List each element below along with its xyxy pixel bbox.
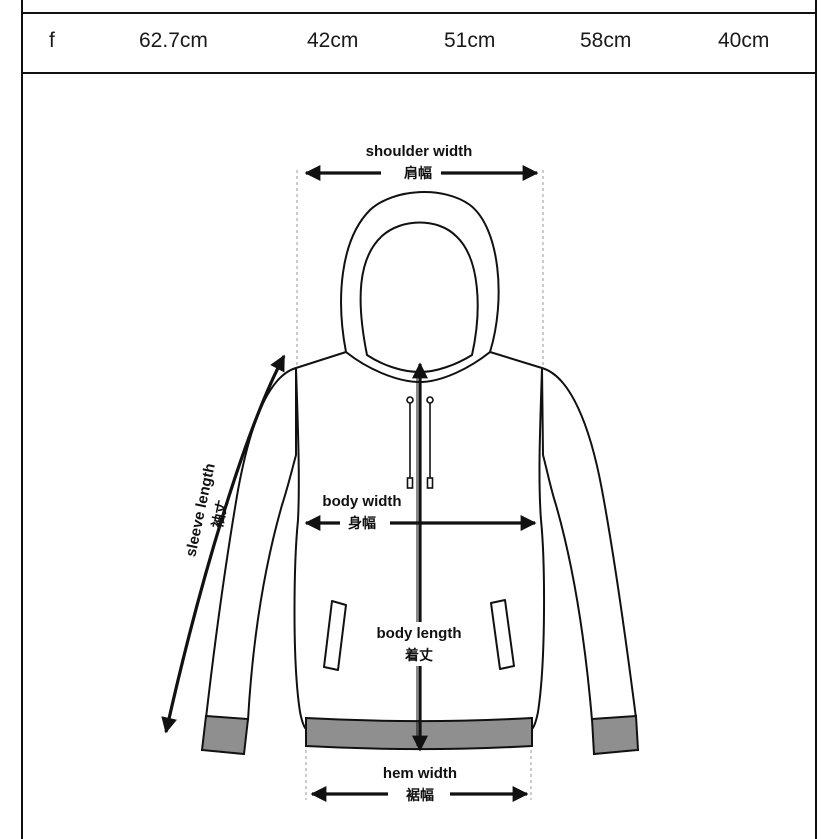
drawstrings [406, 396, 434, 489]
hood-opening [359, 221, 479, 373]
right-pocket [490, 599, 515, 670]
size-table: f 62.7cm 42cm 51cm 58cm 40cm [21, 0, 817, 74]
shoulder-width-label: shoulder width [366, 143, 473, 160]
right-cuff-rib [590, 714, 640, 756]
diagram-frame [21, 74, 817, 839]
hem-width-label: hem width [383, 765, 457, 782]
left-cuff-rib [200, 714, 250, 756]
body-length-label: body length [377, 625, 462, 642]
guide-lines [296, 170, 544, 800]
measure-cell-2: 42cm [307, 29, 359, 52]
size-cell: f [49, 29, 55, 52]
sleeve-length-cjk-label: 袖丈 [209, 499, 230, 530]
shoulder-width-cjk-label: 肩幅 [404, 165, 432, 181]
hem-width-cjk-label: 裾幅 [406, 787, 434, 803]
measure-cell-1: 62.7cm [139, 29, 208, 52]
body-width-label: body width [322, 493, 401, 510]
right-sleeve [541, 367, 637, 721]
measure-cell-4: 58cm [580, 29, 632, 52]
sleeve-length-arrow-icon [161, 354, 286, 734]
left-sleeve [205, 367, 297, 721]
table-rule-bottom [21, 72, 817, 74]
left-pocket [323, 600, 347, 671]
measure-cell-5: 40cm [718, 29, 770, 52]
body-width-cjk-label: 身幅 [348, 515, 376, 531]
body-length-cjk-label: 着丈 [404, 647, 433, 663]
table-rule-top [21, 12, 817, 14]
measure-cell-3: 51cm [444, 29, 496, 52]
